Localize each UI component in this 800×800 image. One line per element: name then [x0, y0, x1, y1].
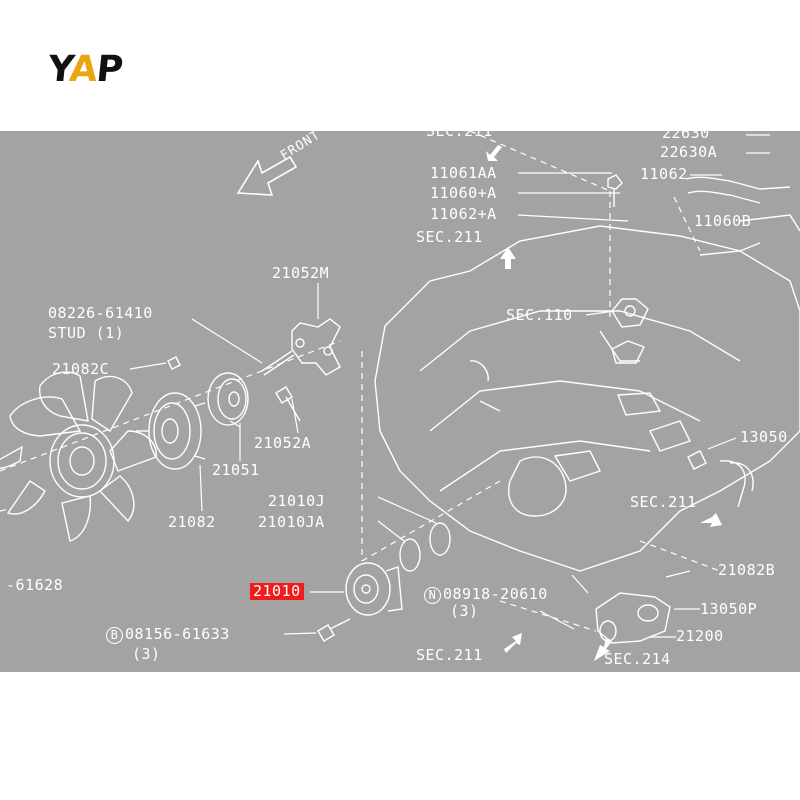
engine-block [374, 225, 800, 572]
leader-lines [129, 134, 770, 638]
label-21052m: 21052M [272, 264, 330, 282]
brand-logo-text: YAP [45, 49, 125, 90]
sec-arrow-left [504, 633, 522, 653]
label-08918-text: 08918-20610 [443, 585, 548, 603]
label-11060a: 11060+A [430, 184, 497, 202]
label-stud: STUD (1) [48, 324, 125, 342]
label-21052a: 21052A [254, 434, 312, 452]
label-sec211-a: SEC.211 [416, 228, 483, 246]
sec-arrow-right [700, 513, 722, 527]
b-marker: B [106, 627, 123, 644]
label-08156-text: 08156-61633 [125, 625, 230, 643]
label-sec110: SEC.110 [506, 306, 573, 324]
label-sec214: SEC.214 [604, 650, 671, 668]
label-21010ja: 21010JA [258, 513, 325, 531]
label-11062a: 11062+A [430, 205, 497, 223]
diagram-drawing [0, 131, 800, 661]
sec-arrows [486, 145, 722, 661]
label-sec211-c: SEC.211 [416, 646, 483, 664]
water-hose [719, 460, 754, 508]
water-pump [345, 562, 403, 616]
label-21082: 21082 [168, 513, 216, 531]
label-61628: -61628 [6, 576, 64, 594]
sec-arrow-up [500, 247, 516, 269]
bolt-21052a [275, 386, 301, 422]
label-21010j: 21010J [268, 492, 326, 510]
bracket [291, 318, 341, 376]
bolt-21082c [167, 356, 181, 370]
pulley [207, 372, 249, 426]
n-marker: N [424, 587, 441, 604]
gasket-21010j [429, 522, 451, 556]
label-qty3-b: (3) [132, 645, 161, 663]
dashed-lines [0, 131, 721, 632]
gasket-21010ja [399, 538, 421, 572]
hose-fitting [687, 450, 707, 470]
stud [261, 350, 295, 376]
label-11061aa: 11061AA [430, 164, 497, 182]
fan-clutch [136, 392, 206, 470]
label-21082b: 21082B [718, 561, 776, 579]
label-21051: 21051 [212, 461, 260, 479]
label-13050-partial: 13050 [740, 428, 788, 446]
label-13050p: 13050P [700, 600, 758, 618]
label-11060b: 11060B [694, 212, 752, 230]
sec-arrow-top [486, 145, 502, 161]
label-11062: 11062 [640, 165, 688, 183]
label-21082c: 21082C [52, 360, 110, 378]
label-sec211-top: SEC.211 [426, 131, 493, 140]
label-08226-61410: 08226-61410 [48, 304, 153, 322]
thermostat-housing [595, 592, 671, 644]
sec-arrow-down [594, 637, 612, 661]
breather-assembly [607, 174, 800, 416]
label-22630a: 22630A [660, 143, 718, 161]
cooling-fan [0, 371, 157, 542]
brand-logo: YAP [46, 48, 143, 92]
bolt-08156 [317, 618, 351, 642]
label-sec211-b: SEC.211 [630, 493, 697, 511]
label-21010-highlighted: 21010 [250, 583, 304, 600]
label-qty3-a: (3) [450, 602, 479, 620]
label-22630-partial: 22630 [662, 131, 710, 142]
label-21200: 21200 [676, 627, 724, 645]
parts-diagram: FRONT SEC.211 22630 22630A 11061AA 11062… [0, 131, 800, 672]
front-arrow-icon [236, 155, 298, 196]
